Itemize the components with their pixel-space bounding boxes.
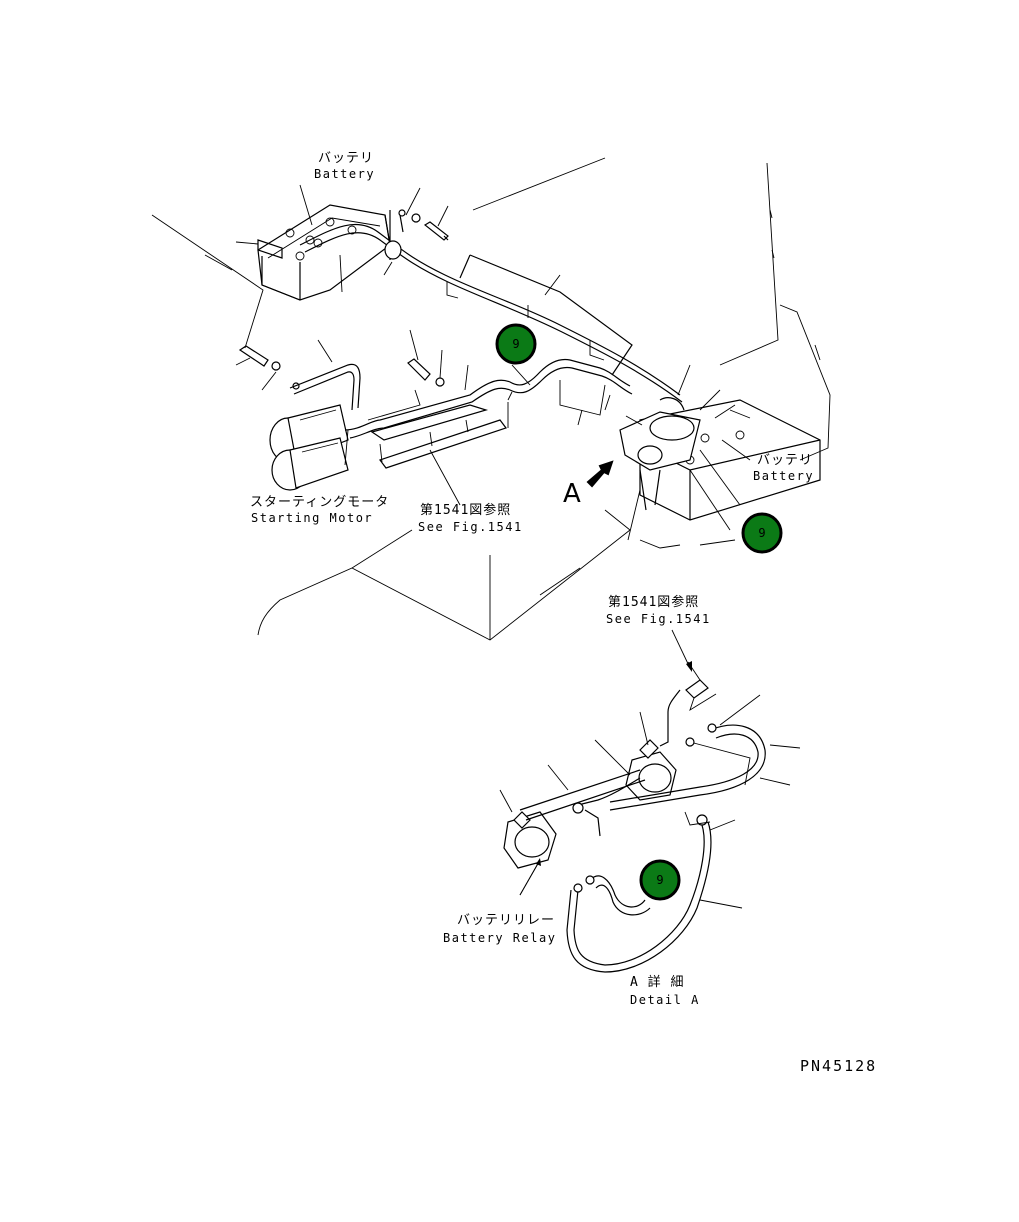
main-battery-cable bbox=[299, 223, 681, 396]
see-fig-1-jp: 第1541図参照 bbox=[420, 502, 511, 518]
see-fig-1-en: See Fig.1541 bbox=[418, 520, 523, 534]
battery-relay-en: Battery Relay bbox=[443, 931, 556, 945]
label-battery-relay: バッテリリレー Battery Relay bbox=[443, 913, 556, 945]
starting-motor-jp: スターティングモータ bbox=[250, 495, 389, 510]
battery-top-jp: バッテリ bbox=[318, 151, 374, 166]
marker-label: 9 bbox=[512, 337, 519, 351]
battery-right bbox=[619, 397, 821, 521]
battery-right-jp: バッテリ bbox=[757, 453, 813, 468]
frame-outline bbox=[151, 157, 831, 641]
view-arrow-letter: A bbox=[563, 479, 581, 509]
detail-a-drawing bbox=[499, 661, 801, 973]
see-fig-2-jp: 第1541図参照 bbox=[608, 594, 699, 610]
middle-harness bbox=[344, 358, 631, 431]
see-fig-2-en: See Fig.1541 bbox=[606, 612, 711, 626]
battery-right-en: Battery bbox=[753, 469, 814, 483]
bolt-starter bbox=[238, 345, 300, 390]
starting-motor bbox=[269, 404, 349, 491]
marker-label: 9 bbox=[656, 873, 663, 887]
marker-9-a[interactable]: 9 bbox=[495, 323, 537, 365]
label-detail-a: A 詳 細 Detail A bbox=[630, 974, 700, 1007]
label-battery-top: バッテリ Battery bbox=[314, 151, 375, 181]
battery-top-left bbox=[257, 204, 391, 301]
part-code: PN45128 bbox=[800, 1057, 877, 1075]
leader-lines-top bbox=[235, 184, 751, 541]
view-arrow-a: A bbox=[563, 460, 614, 509]
bolt-middle bbox=[407, 358, 445, 387]
battery-relay-jp: バッテリリレー bbox=[457, 913, 555, 928]
label-battery-right: バッテリ Battery bbox=[753, 453, 814, 483]
marker-label: 9 bbox=[758, 526, 765, 540]
bolt-top bbox=[411, 213, 449, 241]
battery-top-en: Battery bbox=[314, 167, 375, 181]
marker-9-b[interactable]: 9 bbox=[741, 512, 783, 554]
marker-9-c[interactable]: 9 bbox=[639, 859, 681, 901]
detail-a-jp: A 詳 細 bbox=[630, 974, 684, 990]
detail-a-en: Detail A bbox=[630, 993, 700, 1007]
starting-motor-en: Starting Motor bbox=[251, 511, 373, 525]
label-see-fig-2: 第1541図参照 See Fig.1541 bbox=[606, 594, 711, 626]
label-see-fig-1: 第1541図参照 See Fig.1541 bbox=[418, 502, 523, 534]
label-starting-motor: スターティングモータ Starting Motor bbox=[250, 495, 389, 525]
